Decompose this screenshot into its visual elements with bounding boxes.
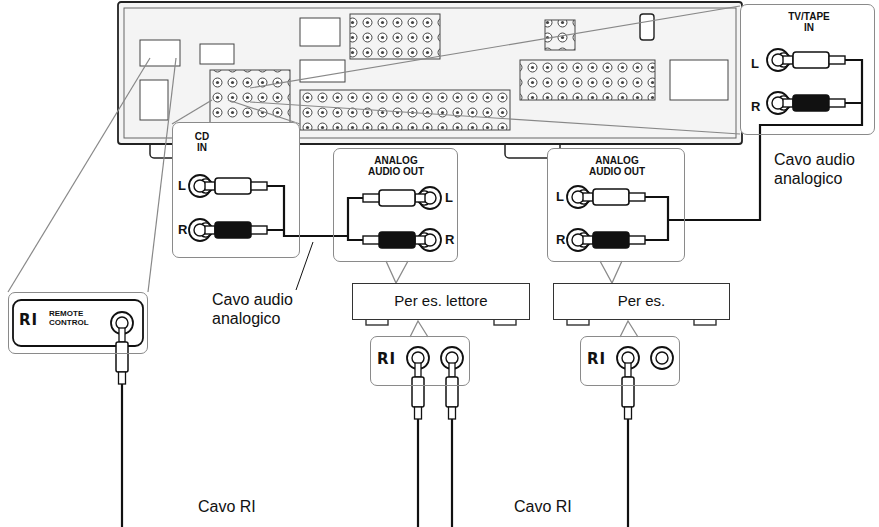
- device-box: Per es. lettore: [352, 283, 530, 320]
- channel-label: L: [556, 190, 564, 204]
- ri-logo: RI: [377, 352, 396, 367]
- ri-jack-callout: RI: [580, 336, 680, 386]
- channel-label: R: [556, 233, 565, 247]
- channel-label: L: [751, 57, 759, 71]
- channel-label: R: [751, 100, 760, 114]
- ri-cables: [122, 384, 628, 527]
- audio-cable: [300, 236, 333, 237]
- ri-logo: RI: [19, 313, 38, 328]
- jack-label: ANALOG AUDIO OUT: [364, 155, 428, 177]
- callout-leaders: [8, 6, 740, 292]
- input-callout: CD IN L R: [172, 122, 300, 258]
- output-callout: ANALOG AUDIO OUT L R: [333, 148, 458, 262]
- input-callout: TV/TAPE IN L R: [740, 4, 875, 135]
- jack-label: REMOTE CONTROL: [49, 309, 97, 327]
- channel-label: R: [178, 223, 187, 237]
- output-callout: ANALOG AUDIO OUT L R: [547, 148, 685, 262]
- cable-label: Cavo RI: [512, 497, 574, 516]
- ri-logo: RI: [587, 352, 606, 367]
- channel-label: L: [178, 179, 186, 193]
- jack-label: ANALOG AUDIO OUT: [585, 155, 649, 177]
- edge-label: Cavo audio analogico: [772, 150, 876, 188]
- cable-label: Cavo RI: [196, 497, 258, 516]
- ri-jack-callout: RI: [370, 336, 470, 386]
- edge-label: Cavo audio analogico: [210, 290, 306, 328]
- channel-label: R: [445, 233, 454, 247]
- device-name: Per es.: [554, 292, 729, 310]
- device-box: Per es.: [553, 283, 730, 320]
- channel-label: L: [445, 191, 453, 205]
- jack-label: TV/TAPE IN: [784, 11, 834, 33]
- jack-label: CD IN: [190, 131, 214, 153]
- remote-callout: RI REMOTE CONTROL: [8, 292, 148, 354]
- audio-cable: [685, 135, 760, 220]
- device-name: Per es. lettore: [353, 292, 529, 310]
